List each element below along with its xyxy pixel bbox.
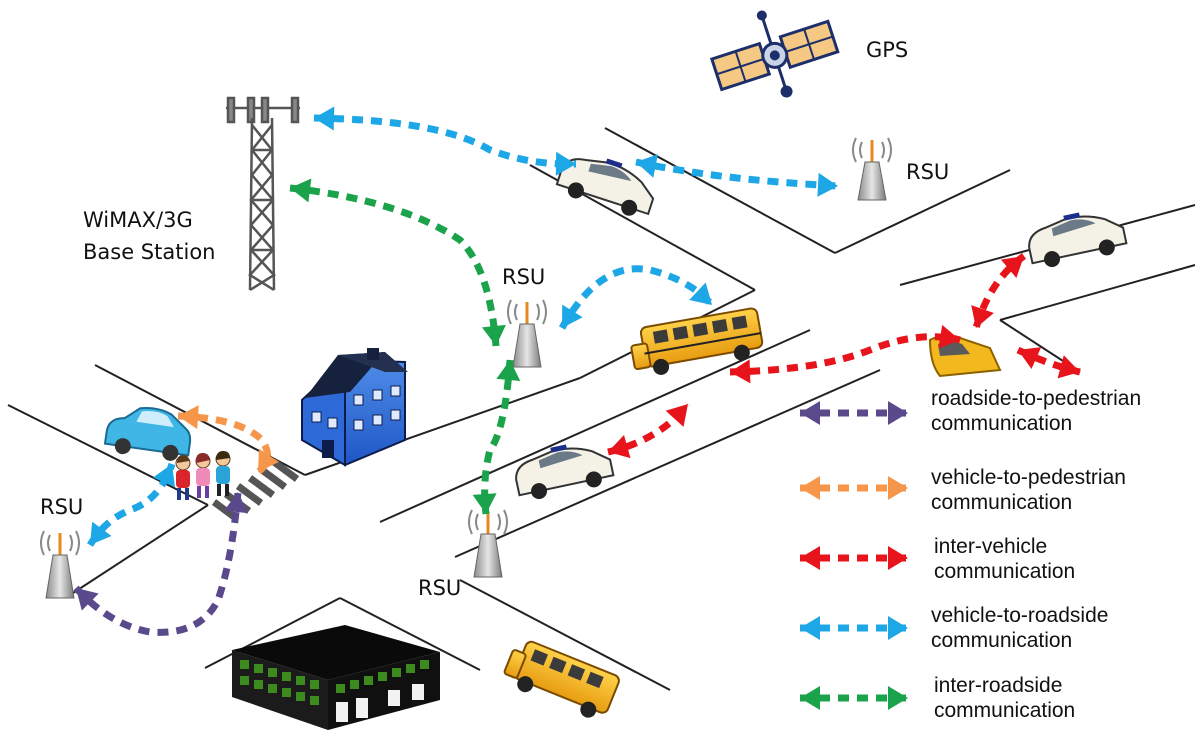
police-car-icon [515,444,615,500]
legend-swatch-arrow [800,546,908,570]
rsu-label: RSU [418,576,462,600]
communication-arrows [73,106,1081,636]
gps-satellite-icon [709,10,840,98]
house-icon [301,348,408,467]
school-bus-icon [503,640,620,718]
rsu-unit-icon [852,137,892,201]
rsu-unit-icon [40,530,80,599]
inter-roadside-arrow [472,359,521,515]
blue-car-icon [103,406,192,461]
vehicle-to-roadside-arrow [313,106,577,176]
office-building-icon [232,625,440,730]
roadside-to-pedestrian-arrow [73,491,248,636]
legend-swatch-arrow [800,616,908,640]
police-car-icon [1028,212,1128,268]
vehicle-to-roadside-arrow [558,265,715,330]
rsu-label: RSU [906,160,950,184]
legend-arrows [800,401,908,710]
gps-label: GPS [866,38,909,62]
inter-vehicle-arrow [729,324,961,384]
base-station-label-line1: WiMAX/3G [83,208,193,232]
vehicle-to-roadside-arrow [86,462,176,547]
inter-vehicle-arrow [1016,346,1081,379]
inter-roadside-arrow [289,178,506,347]
legend-swatch-arrow [800,686,908,710]
school-bus-icon [630,307,764,375]
legend-swatch-arrow [800,476,908,500]
inter-vehicle-arrow [607,401,691,459]
base-station-label-line2: Base Station [83,240,216,264]
rsu-unit-icon [468,509,508,578]
inter-vehicle-arrow [971,253,1027,329]
base-station-tower-icon [226,96,300,292]
rsu-unit-icon [507,299,547,368]
rsu-label: RSU [40,495,84,519]
vehicle-to-pedestrian-arrow [177,405,280,475]
legend-swatch-arrow [800,401,908,425]
pedestrians-icon [175,451,231,500]
police-car-icon [555,158,655,216]
vehicle-to-roadside-arrow [635,154,839,197]
rsu-label: RSU [502,265,546,289]
